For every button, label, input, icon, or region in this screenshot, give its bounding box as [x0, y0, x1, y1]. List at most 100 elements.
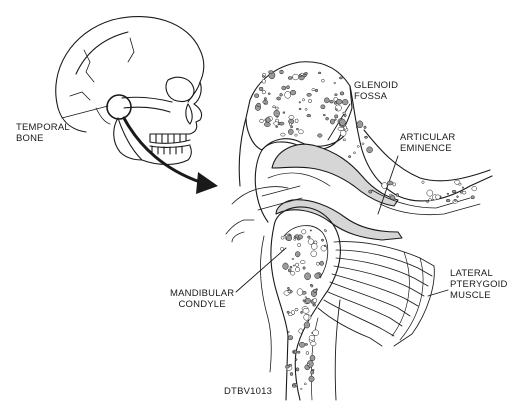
- trabecular-bone-texture: [254, 69, 478, 390]
- bone-dot: [363, 125, 367, 129]
- bone-dot: [343, 114, 347, 117]
- bone-dot: [291, 258, 295, 260]
- bone-dot: [310, 243, 318, 250]
- lateral-pterygoid-leader: [427, 289, 449, 297]
- bone-dot: [300, 310, 303, 314]
- bone-dot: [287, 76, 293, 80]
- bone-dot: [368, 189, 373, 194]
- bone-dot: [325, 117, 329, 121]
- bone-dot: [297, 350, 301, 354]
- bone-dot: [302, 98, 305, 102]
- bone-dot: [386, 180, 394, 186]
- bone-dot: [310, 284, 314, 288]
- bone-dot: [293, 236, 297, 239]
- bone-dot: [312, 288, 318, 293]
- bone-dot: [292, 264, 295, 267]
- bone-dot: [324, 97, 330, 104]
- figure-code: DTBV1013: [224, 386, 273, 397]
- bone-dot: [392, 182, 396, 187]
- bone-dot: [298, 101, 301, 104]
- bone-dot: [317, 133, 323, 138]
- bone-dot: [305, 351, 310, 355]
- label-articular-eminence: ARTICULAR EMINENCE: [400, 132, 456, 154]
- bone-dot: [297, 234, 303, 240]
- bone-dot: [275, 106, 279, 110]
- bone-dot: [421, 180, 425, 184]
- bone-dot: [297, 242, 301, 248]
- bone-dot: [329, 100, 334, 104]
- bone-dot: [280, 236, 285, 240]
- bone-dot: [282, 111, 286, 114]
- bone-dot: [292, 384, 297, 388]
- bone-dot: [279, 69, 284, 75]
- bone-dot: [288, 363, 293, 367]
- bone-dot: [292, 73, 299, 81]
- bone-dot: [287, 335, 294, 341]
- bone-dot: [286, 85, 290, 90]
- bone-dot: [301, 229, 307, 235]
- bone-dot: [312, 298, 318, 303]
- zoom-arrow: [122, 116, 218, 194]
- bone-dot: [304, 296, 307, 299]
- bone-dot: [276, 96, 281, 101]
- bone-dot: [319, 260, 324, 266]
- bone-dot: [303, 314, 310, 321]
- bone-dot: [471, 186, 478, 192]
- bone-dot: [256, 102, 261, 107]
- bone-dot: [323, 229, 327, 232]
- bone-dot: [458, 182, 462, 186]
- bone-dot: [295, 262, 299, 267]
- bone-dot: [428, 198, 432, 202]
- bone-dot: [280, 246, 284, 251]
- bone-dot: [389, 194, 396, 200]
- bone-dot: [289, 266, 293, 269]
- bone-dot: [289, 372, 294, 376]
- bone-dot: [312, 329, 320, 336]
- bone-dot: [287, 286, 290, 290]
- bone-dot: [342, 99, 349, 106]
- bone-dot: [275, 125, 279, 128]
- bone-dot: [306, 363, 310, 366]
- bone-dot: [352, 151, 357, 154]
- bone-dot: [294, 133, 298, 137]
- bone-dot: [292, 350, 296, 353]
- bone-dot: [456, 195, 459, 198]
- bone-dot: [302, 299, 306, 302]
- bone-dot: [258, 86, 264, 91]
- bone-dot: [435, 194, 441, 200]
- bone-dot: [273, 109, 280, 118]
- bone-dot: [356, 120, 364, 129]
- bone-dot: [334, 114, 339, 119]
- bone-dot: [470, 195, 475, 200]
- bone-dot: [334, 93, 338, 96]
- bone-dot: [295, 358, 298, 361]
- bone-dot: [336, 98, 343, 105]
- bone-dot: [284, 91, 292, 99]
- bone-dot: [290, 125, 294, 129]
- bone-dot: [264, 121, 271, 127]
- label-mandibular-condyle: MANDIBULAR CONDYLE: [170, 288, 235, 310]
- bone-dot: [285, 234, 293, 242]
- bone-dot: [294, 118, 299, 123]
- temporal-bone-leader: [61, 105, 109, 119]
- bone-dot: [311, 369, 315, 372]
- bone-dot: [300, 260, 306, 264]
- bone-dot: [322, 114, 326, 117]
- bone-dot: [395, 193, 399, 197]
- bone-dot: [364, 136, 368, 139]
- bone-dot: [333, 81, 336, 85]
- bone-dot: [290, 271, 296, 276]
- bone-dot: [337, 126, 345, 131]
- bone-dot: [314, 272, 321, 279]
- bone-dot: [285, 364, 290, 369]
- bone-dot: [339, 118, 346, 126]
- bone-dot: [342, 111, 346, 115]
- bone-dot: [304, 343, 308, 346]
- bone-dot: [317, 71, 322, 75]
- bone-dot: [329, 118, 335, 125]
- bone-dot: [348, 155, 352, 158]
- bone-dot: [324, 244, 327, 248]
- bone-dot: [302, 266, 306, 270]
